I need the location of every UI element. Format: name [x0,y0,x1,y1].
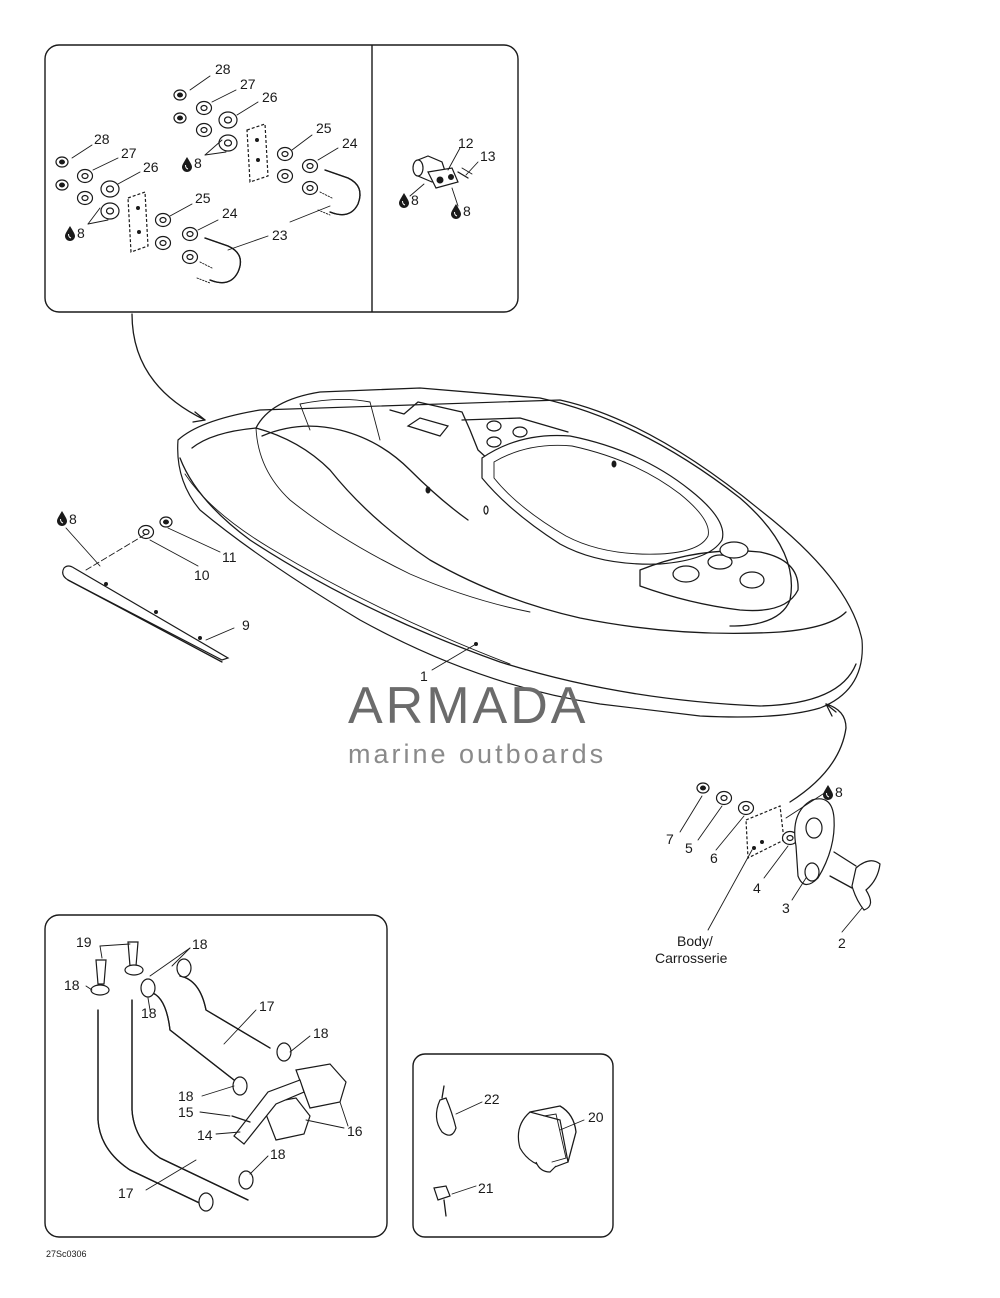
callout-27: 27 [121,145,137,161]
body-label-line1: Body/ [677,933,713,949]
callout-25: 25 [195,190,211,206]
callout-28: 28 [215,61,231,77]
callout-10: 10 [194,567,210,583]
drawing-code: 27Sc0306 [46,1249,87,1259]
callout-4: 4 [753,880,761,896]
callout-18: 18 [178,1088,194,1104]
switch-assembly [409,147,479,207]
callout-18: 18 [141,1005,157,1021]
watercraft-body [177,387,863,718]
callout-14: 14 [197,1127,213,1143]
callout-13: 13 [480,148,496,164]
body-label-line2: Carrosserie [655,950,728,966]
callout-15: 15 [178,1104,194,1120]
callout-19: 19 [76,934,92,950]
callout-23: 23 [272,227,288,243]
watermark-tagline: marine outboards [348,739,606,769]
callout-18: 18 [313,1025,329,1041]
callout-26: 26 [262,89,278,105]
callout-8: 8 [77,225,85,241]
top-detail-panel: 28 27 26 8 25 24 23 28 27 26 8 25 24 12 … [44,44,519,313]
callout-24: 24 [222,205,238,221]
callout-27: 27 [240,76,256,92]
callout-11: 11 [222,549,237,565]
watermark-brand: ARMADA [348,677,588,735]
callout-12: 12 [458,135,474,151]
callout-6: 6 [710,850,718,866]
callout-2: 2 [838,935,846,951]
callout-26: 26 [143,159,159,175]
callout-3: 3 [782,900,790,916]
callout-9: 9 [242,617,250,633]
callout-17: 17 [118,1185,134,1201]
callout-8: 8 [463,203,471,219]
cleat-assembly [679,782,881,933]
callout-17: 17 [259,998,275,1014]
callout-22: 22 [484,1091,500,1107]
callout-8: 8 [411,192,419,208]
callout-25: 25 [316,120,332,136]
callout-16: 16 [347,1123,363,1139]
callout-18: 18 [64,977,80,993]
callout-8: 8 [194,155,202,171]
callout-1: 1 [420,668,428,684]
callout-21: 21 [478,1180,494,1196]
callout-5: 5 [685,840,693,856]
callout-20: 20 [588,1109,604,1125]
callout-28: 28 [94,131,110,147]
hose-detail-panel [44,914,388,1238]
clamp-detail-panel [412,1053,614,1238]
rub-rail [62,516,235,663]
callout-8: 8 [835,784,843,800]
callout-7: 7 [666,831,674,847]
callout-8: 8 [69,511,77,527]
callout-18: 18 [270,1146,286,1162]
u-bolt-assembly-left [55,156,242,284]
callout-18: 18 [192,936,208,952]
u-bolt-assembly-right [173,89,361,216]
callout-24: 24 [342,135,358,151]
